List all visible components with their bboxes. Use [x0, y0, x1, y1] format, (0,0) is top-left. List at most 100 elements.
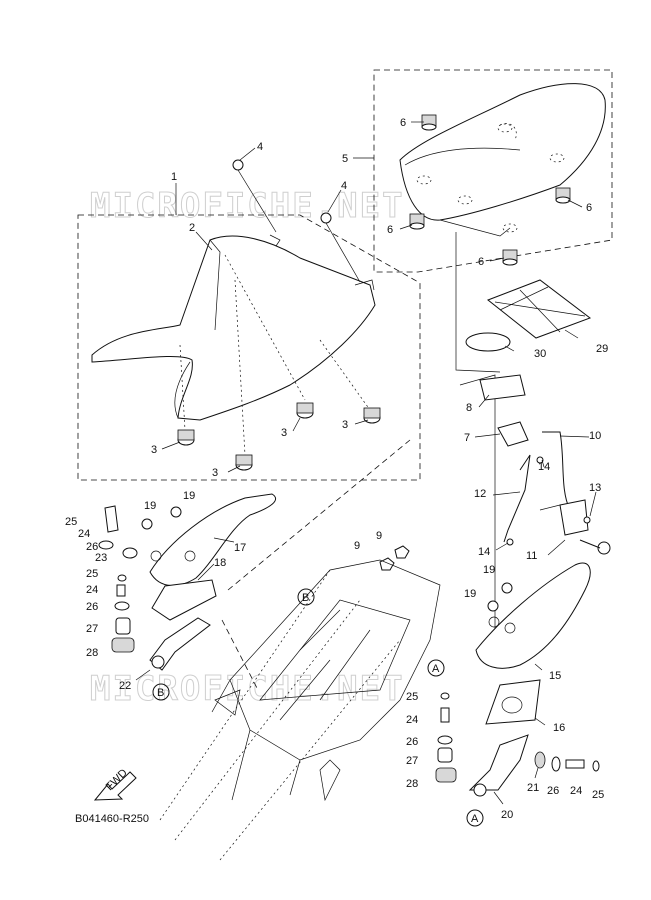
bolt-24a [104, 505, 119, 533]
callout-26b: 26 [86, 601, 98, 613]
grab-bar-cover-right [485, 679, 541, 725]
ref-b-bottom: B [152, 683, 170, 701]
washer-26b [114, 601, 130, 611]
callout-20: 20 [501, 809, 513, 821]
grab-bar-cover-left [151, 579, 217, 621]
bolt-4a [232, 159, 277, 233]
damper-3a [177, 429, 195, 446]
callout-19d: 19 [464, 588, 476, 600]
damper-6d [502, 249, 518, 266]
passenger-seat-group-box [373, 69, 613, 273]
callout-28a: 28 [86, 647, 98, 659]
damper-6a [421, 114, 437, 131]
grommet-28b [435, 767, 457, 783]
damper-3c [296, 402, 314, 419]
damper-6b [555, 187, 571, 204]
grommet-28a [111, 637, 135, 653]
callout-6d: 6 [478, 256, 484, 268]
washer-26a [98, 540, 114, 550]
callout-14b: 14 [478, 546, 490, 558]
callout-16: 16 [553, 722, 565, 734]
nut-9b [394, 545, 410, 559]
ref-a-bottom: A [466, 809, 484, 827]
callout-2: 2 [189, 222, 195, 234]
callout-6c: 6 [387, 224, 393, 236]
bolt-19c [501, 582, 513, 594]
collar-27b [437, 747, 453, 763]
seat-bag-29 [487, 279, 592, 339]
callout-30: 30 [534, 348, 546, 360]
dash-bracket-frame [221, 619, 259, 691]
bolt-24c [440, 707, 450, 723]
callout-17: 17 [234, 542, 246, 554]
callout-24c: 24 [406, 714, 418, 726]
svg-text:A: A [432, 663, 440, 675]
svg-text:A: A [471, 813, 479, 825]
callout-19a: 19 [144, 500, 156, 512]
o-ring-30 [465, 332, 511, 352]
callout-3d: 3 [342, 419, 348, 431]
washer-26c [437, 735, 453, 745]
svg-text:B: B [302, 592, 309, 604]
diagram-code: B041460-R250 [75, 813, 149, 825]
callout-6b: 6 [586, 202, 592, 214]
callout-21: 21 [527, 782, 539, 794]
rider-seat [91, 234, 376, 456]
callout-9a: 9 [354, 540, 360, 552]
seat-lock-group [459, 374, 611, 640]
bolt-19a [141, 518, 153, 530]
callout-24d: 24 [570, 785, 582, 797]
callout-27a: 27 [86, 623, 98, 635]
callout-3b: 3 [212, 467, 218, 479]
callout-8: 8 [466, 402, 472, 414]
callout-15: 15 [549, 670, 561, 682]
callout-29: 29 [596, 343, 608, 355]
svg-text:B: B [157, 687, 164, 699]
leader-oring [455, 352, 501, 373]
rear-frame [159, 559, 441, 861]
bolt-24b [116, 584, 126, 597]
nut-9a [379, 557, 395, 571]
passenger-seat [399, 83, 606, 237]
bolt-19d [487, 600, 499, 612]
ref-b-top: B [297, 588, 315, 606]
callout-24a: 24 [78, 528, 90, 540]
collar-27a [115, 617, 131, 635]
callout-13: 13 [589, 482, 601, 494]
leader-lines [135, 121, 597, 805]
washer-26d [551, 756, 561, 772]
callout-24b: 24 [86, 584, 98, 596]
callout-28b: 28 [406, 778, 418, 790]
callout-3a: 3 [151, 444, 157, 456]
damper-3d [363, 407, 381, 424]
callout-19b: 19 [183, 490, 195, 502]
callout-1: 1 [171, 171, 177, 183]
ref-a-top: A [427, 659, 445, 677]
nut-25d [592, 760, 600, 772]
callout-4a: 4 [257, 141, 263, 153]
callout-4b: 4 [341, 180, 347, 192]
callout-26d: 26 [547, 785, 559, 797]
bolt-4b [320, 212, 361, 283]
callout-12: 12 [474, 488, 486, 500]
callout-5: 5 [342, 153, 348, 165]
bolt-24d [565, 759, 585, 769]
bracket-22 [149, 617, 211, 671]
fwd-arrow: FWD [93, 767, 137, 801]
callout-25b: 25 [86, 568, 98, 580]
callout-3c: 3 [281, 427, 287, 439]
nut-25b [117, 574, 127, 582]
callout-14a: 14 [538, 461, 550, 473]
collar-21 [534, 751, 546, 769]
callout-23: 23 [95, 552, 107, 564]
bracket-20 [468, 734, 529, 797]
callout-22: 22 [119, 680, 131, 692]
collar-23 [122, 547, 138, 559]
callout-7: 7 [464, 432, 470, 444]
callout-11: 11 [526, 550, 537, 562]
callout-25a: 25 [65, 516, 77, 528]
callout-25d: 25 [592, 789, 604, 801]
watermark-bottom: MICROFICHE.NET [90, 669, 405, 709]
